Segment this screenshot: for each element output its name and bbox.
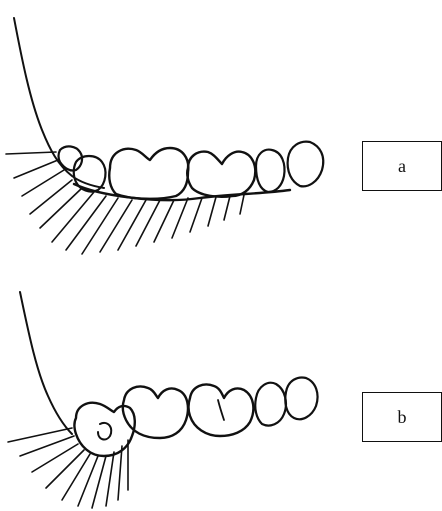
premolar-a-2: [288, 142, 324, 187]
premolar-b-1: [255, 383, 286, 426]
panel-label-b: b: [362, 392, 442, 442]
panel-b-drawing: [8, 292, 318, 508]
molar-b-1: [75, 403, 135, 456]
ramus-outline-a: [14, 18, 104, 188]
fibers-b: [8, 428, 128, 508]
fibers-a: [6, 152, 244, 254]
panel-a-drawing: [6, 18, 323, 254]
molar-a-1: [109, 148, 188, 199]
molar-b-1-fold: [98, 423, 111, 440]
ramus-outline-b: [20, 292, 72, 434]
panel-label-a-text: a: [398, 156, 406, 177]
molar-a-2: [187, 152, 255, 197]
molar-b-3-notch: [218, 400, 224, 420]
panel-label-a: a: [362, 141, 442, 191]
premolar-a-1: [256, 150, 285, 192]
panel-label-b-text: b: [398, 407, 407, 428]
premolar-b-2: [285, 378, 317, 420]
